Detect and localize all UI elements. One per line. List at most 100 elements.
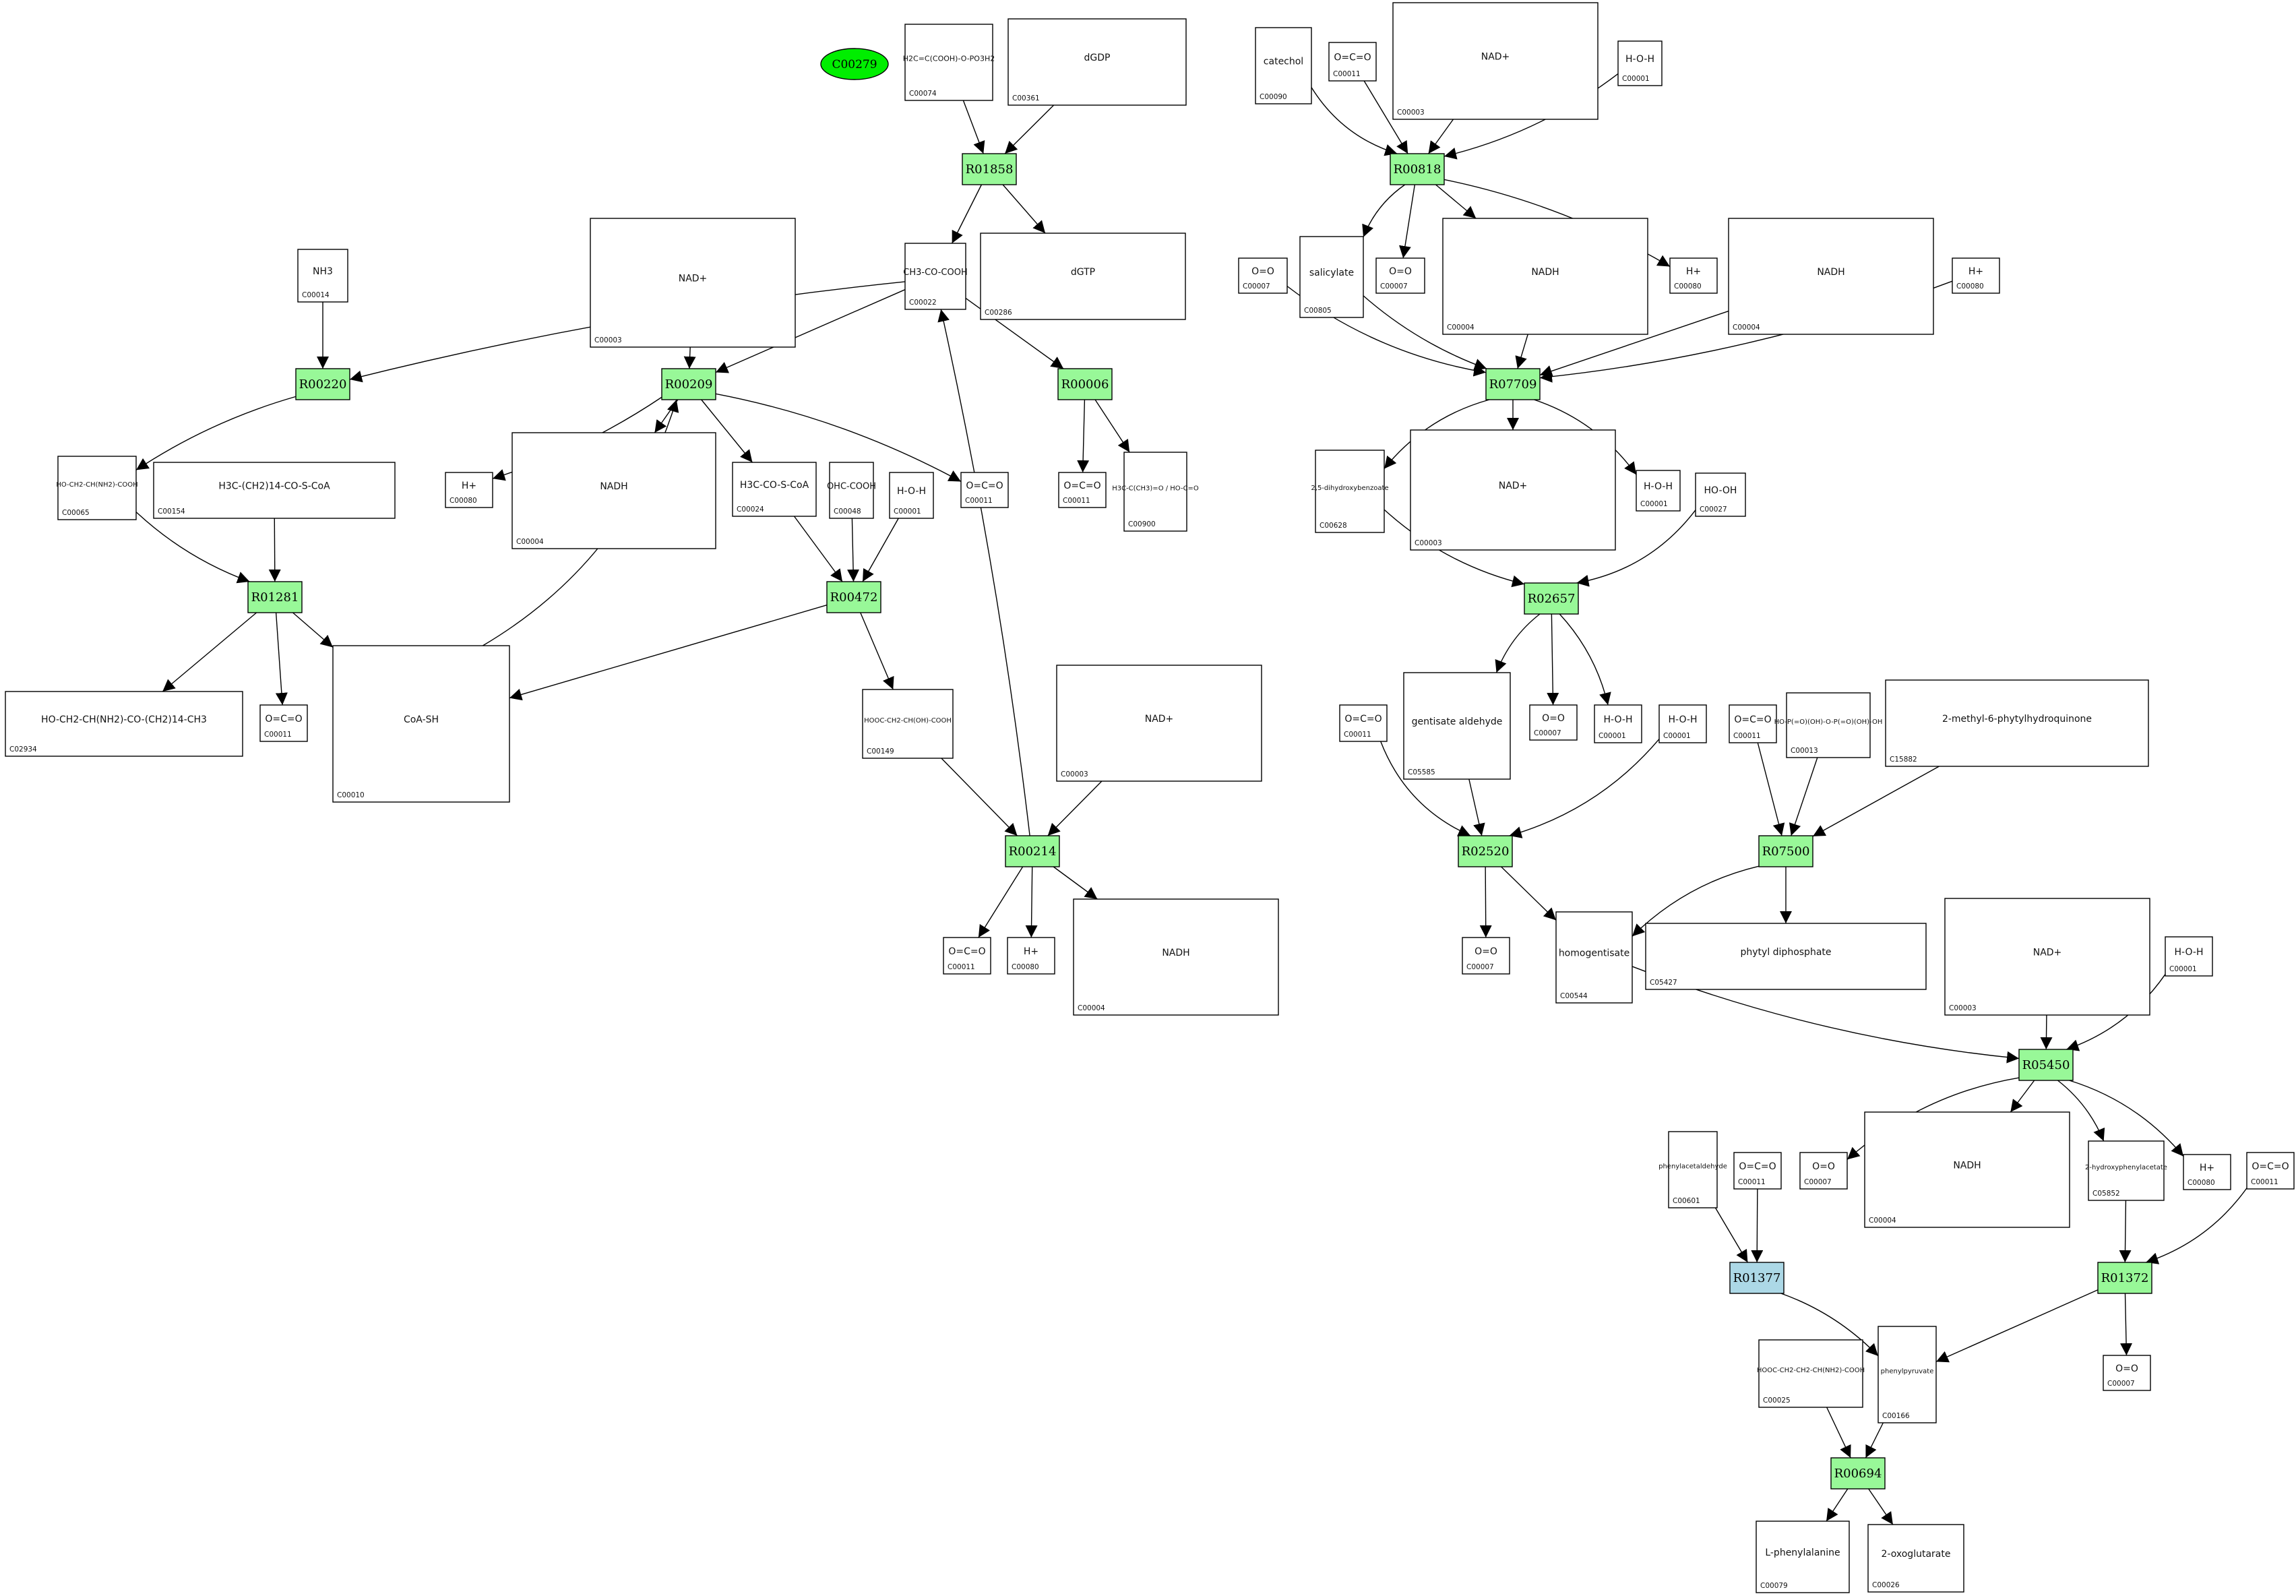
compound-node-c00003a[interactable]: NAD+C00003 <box>590 218 796 348</box>
compound-structure: NH3 <box>313 266 333 277</box>
reaction-node-r02657[interactable]: R02657 <box>1524 582 1579 615</box>
compound-structure: H+ <box>1024 946 1038 957</box>
compound-node-h_c00080a[interactable]: H+C00080 <box>445 472 493 508</box>
reaction-node-r07500[interactable]: R07500 <box>1758 835 1813 867</box>
edge-R00214-h_c00080b <box>1025 866 1038 938</box>
compound-id-label: C00286 <box>985 309 1012 317</box>
reaction-node-r00220[interactable]: R00220 <box>295 368 350 400</box>
compound-node-c00003d[interactable]: NAD+C00003 <box>1410 429 1616 551</box>
edge-R00209-c00011a <box>715 393 962 483</box>
reaction-node-r00472[interactable]: R00472 <box>826 581 881 613</box>
reaction-node-r01372[interactable]: R01372 <box>2097 1262 2152 1294</box>
compound-structure: H3C-C(CH3)=O / HO-C=O <box>1112 485 1199 493</box>
reaction-node-r05450[interactable]: R05450 <box>2018 1049 2074 1081</box>
reaction-node-r07709[interactable]: R07709 <box>1485 368 1541 400</box>
compound-structure: L-phenylalanine <box>1765 1547 1840 1558</box>
reaction-box <box>1057 368 1113 400</box>
compound-structure: phenylacetaldehyde <box>1658 1163 1727 1171</box>
reaction-node-r00214[interactable]: R00214 <box>1005 835 1060 867</box>
edge-c00805-R07709 <box>1363 295 1487 371</box>
compound-id-label: C00080 <box>1674 282 1702 290</box>
reaction-box <box>1758 835 1813 867</box>
compound-structure: dGDP <box>1084 53 1111 63</box>
reaction-node-r00209[interactable]: R00209 <box>661 368 716 400</box>
compound-node-h_c00080d[interactable]: H+C00080 <box>1952 257 2000 294</box>
reaction-node-r01377[interactable]: R01377 <box>1729 1262 1785 1294</box>
compound-box <box>1299 236 1364 318</box>
compound-node-h_c00080b[interactable]: H+C00080 <box>1007 937 1055 975</box>
reaction-node-r01858[interactable]: R01858 <box>962 153 1017 185</box>
reaction-node-r00818[interactable]: R00818 <box>1390 153 1445 185</box>
compound-box <box>259 704 308 742</box>
compound-node-c00003e[interactable]: NAD+C00003 <box>1944 898 2150 1016</box>
reaction-label: R07500 <box>1762 845 1810 859</box>
edge-c00628-R02657 <box>1384 509 1525 588</box>
compound-box <box>511 432 716 549</box>
compound-structure: HOOC-CH2-CH2-CH(NH2)-COOH <box>1757 1367 1865 1374</box>
reaction-node-r00006[interactable]: R00006 <box>1057 368 1113 400</box>
compound-node-h_c00080e[interactable]: H+C00080 <box>2183 1154 2231 1190</box>
reaction-node-r01281[interactable]: R01281 <box>247 581 303 613</box>
reaction-node-r02520[interactable]: R02520 <box>1458 835 1513 867</box>
focus-compound-node[interactable]: C00279 <box>820 48 889 80</box>
compound-node-h_c00080c[interactable]: H+C00080 <box>1669 257 1718 294</box>
compound-node-c00003b[interactable]: NAD+C00003 <box>1056 665 1262 782</box>
compound-node-c00003c[interactable]: NAD+C00003 <box>1392 2 1599 120</box>
reaction-node-r00694[interactable]: R00694 <box>1830 1457 1886 1490</box>
